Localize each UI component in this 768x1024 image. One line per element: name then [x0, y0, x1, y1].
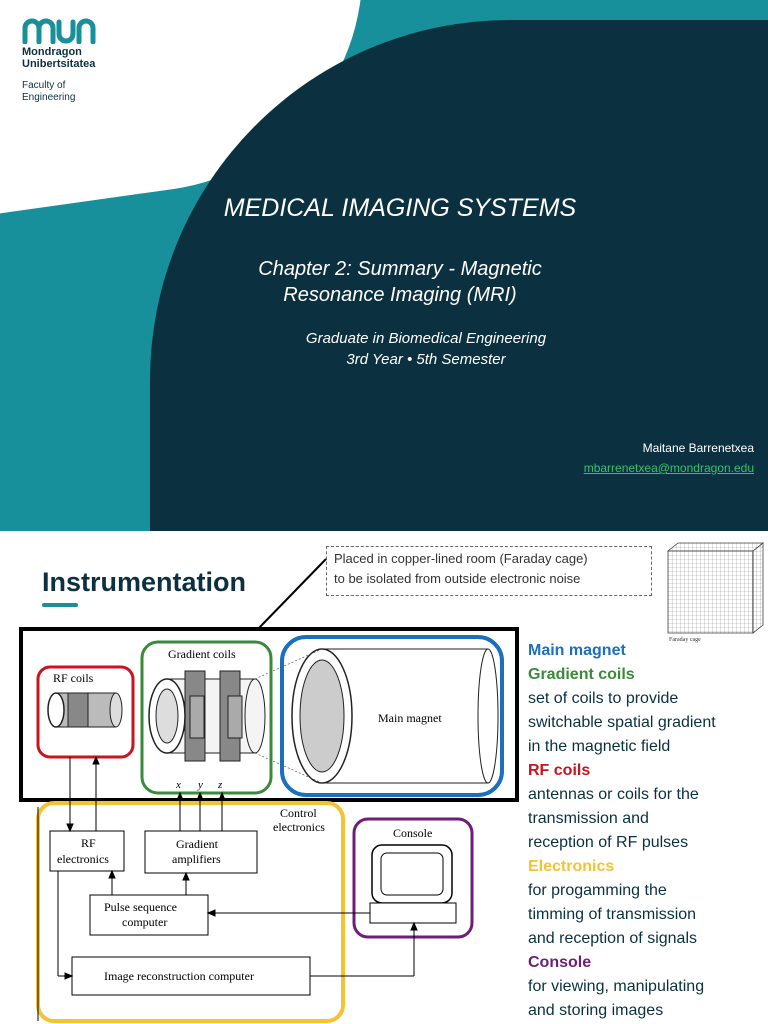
gradient-axis-z: z — [217, 779, 223, 791]
magnet-assembly-box — [19, 627, 519, 802]
legend-gradient-desc-3: in the magnetic field — [528, 738, 671, 755]
faraday-cage-image: Faraday cage — [666, 542, 765, 643]
faraday-note-line1: Placed in copper-lined room (Faraday cag… — [334, 551, 588, 566]
faculty-line1: Faculty of — [22, 80, 66, 91]
program-line1: Graduate in Biomedical Engineering — [305, 330, 547, 347]
legend-rf-desc-3: reception of RF pulses — [528, 834, 689, 851]
pulse-sequence-line2: computer — [122, 915, 167, 929]
legend-electronics: Electronics — [528, 858, 615, 875]
control-electronics-label-line1: Control — [280, 806, 317, 820]
legend-console-desc-1: for viewing, manipulating — [528, 978, 705, 995]
gradient-axis-y: y — [197, 779, 203, 791]
legend-console-desc-2: and storing images — [528, 1002, 664, 1019]
rf-electronics-line1: RF — [81, 836, 96, 850]
program-line2: 3rd Year • 5th Semester — [346, 351, 506, 368]
image-reconstruction-label: Image reconstruction computer — [104, 969, 254, 983]
faculty-line2: Engineering — [22, 92, 76, 103]
control-electronics-label-line2: electronics — [273, 820, 325, 834]
legend-console: Console — [528, 954, 592, 971]
rf-coils-label: RF coils — [53, 671, 94, 685]
legend-gradient-desc-1: set of coils to provide — [528, 690, 679, 707]
title-slide: Mondragon Unibertsitatea Faculty of Engi… — [0, 0, 768, 531]
chapter-subtitle: Chapter 2: Summary - Magnetic Resonance … — [180, 256, 620, 308]
pulse-sequence-box — [89, 894, 209, 936]
legend-rf-coils: RF coils — [528, 762, 591, 779]
chapter-subtitle-line1: Chapter 2: Summary - Magnetic — [258, 258, 542, 280]
gradient-amplifiers-line1: Gradient — [176, 837, 219, 851]
university-logo: Mondragon Unibertsitatea Faculty of Engi… — [22, 18, 106, 103]
gradient-coils-group: Gradient coils x y z — [140, 640, 273, 795]
slide-title: Instrumentation — [42, 567, 247, 597]
course-title: MEDICAL IMAGING SYSTEMS — [223, 194, 577, 222]
signal-lines — [57, 755, 418, 980]
rf-coils-group: RF coils — [36, 665, 135, 759]
gradient-amplifiers-line2: amplifiers — [172, 852, 221, 866]
rf-electronics-line2: electronics — [57, 852, 109, 866]
title-underline — [42, 603, 78, 607]
pulse-sequence-line1: Pulse sequence — [104, 900, 177, 914]
chapter-subtitle-line2: Resonance Imaging (MRI) — [283, 284, 517, 306]
program-info: Graduate in Biomedical Engineering 3rd Y… — [226, 328, 626, 370]
legend-electronics-desc-1: for progamming the — [528, 882, 667, 899]
console-label: Console — [393, 826, 432, 840]
note-connector-line — [257, 558, 327, 630]
mondragon-logo-icon — [22, 18, 96, 45]
rf-electronics-box — [49, 830, 125, 872]
legend-electronics-desc-2: timming of transmission — [528, 906, 697, 923]
main-magnet-group: Main magnet — [254, 635, 504, 797]
author-email-link[interactable]: mbarrenetxea@mondragon.edu — [583, 461, 754, 475]
faraday-note: Placed in copper-lined room (Faraday cag… — [326, 546, 652, 596]
main-magnet-outline — [280, 635, 504, 797]
legend-gradient-coils: Gradient coils — [528, 666, 635, 683]
component-legend: Main magnet Gradient coils set of coils … — [528, 639, 768, 1023]
faraday-cage-caption: Faraday cage — [669, 637, 701, 643]
faculty-name: Faculty of Engineering — [22, 80, 142, 104]
author-name: Maitane Barrenetxea — [642, 441, 754, 455]
rf-coils-outline — [36, 665, 135, 759]
gradient-coils-outline — [140, 640, 273, 795]
legend-electronics-desc-3: and reception of signals — [528, 930, 697, 947]
legend-rf-desc-1: antennas or coils for the — [528, 786, 699, 803]
instrumentation-slide: Instrumentation Placed in copper-lined r… — [0, 531, 768, 1024]
legend-gradient-desc-2: switchable spatial gradient — [528, 714, 716, 731]
university-name-line2: Unibertsitatea — [22, 58, 96, 70]
legend-rf-desc-2: transmission and — [528, 810, 649, 827]
main-magnet-label: Main magnet — [378, 711, 442, 725]
faraday-note-line2: to be isolated from outside electronic n… — [334, 571, 581, 586]
gradient-amplifiers-box — [144, 830, 258, 874]
gradient-axis-x: x — [175, 779, 181, 791]
console-outline — [352, 817, 474, 939]
mri-system-diagram: Faraday cage RF coils Gradient coils — [19, 542, 765, 1023]
gradient-coils-label: Gradient coils — [168, 647, 236, 661]
university-name: Mondragon Unibertsitatea — [22, 46, 142, 70]
legend-main-magnet: Main magnet — [528, 642, 626, 659]
university-name-line1: Mondragon — [22, 46, 82, 58]
